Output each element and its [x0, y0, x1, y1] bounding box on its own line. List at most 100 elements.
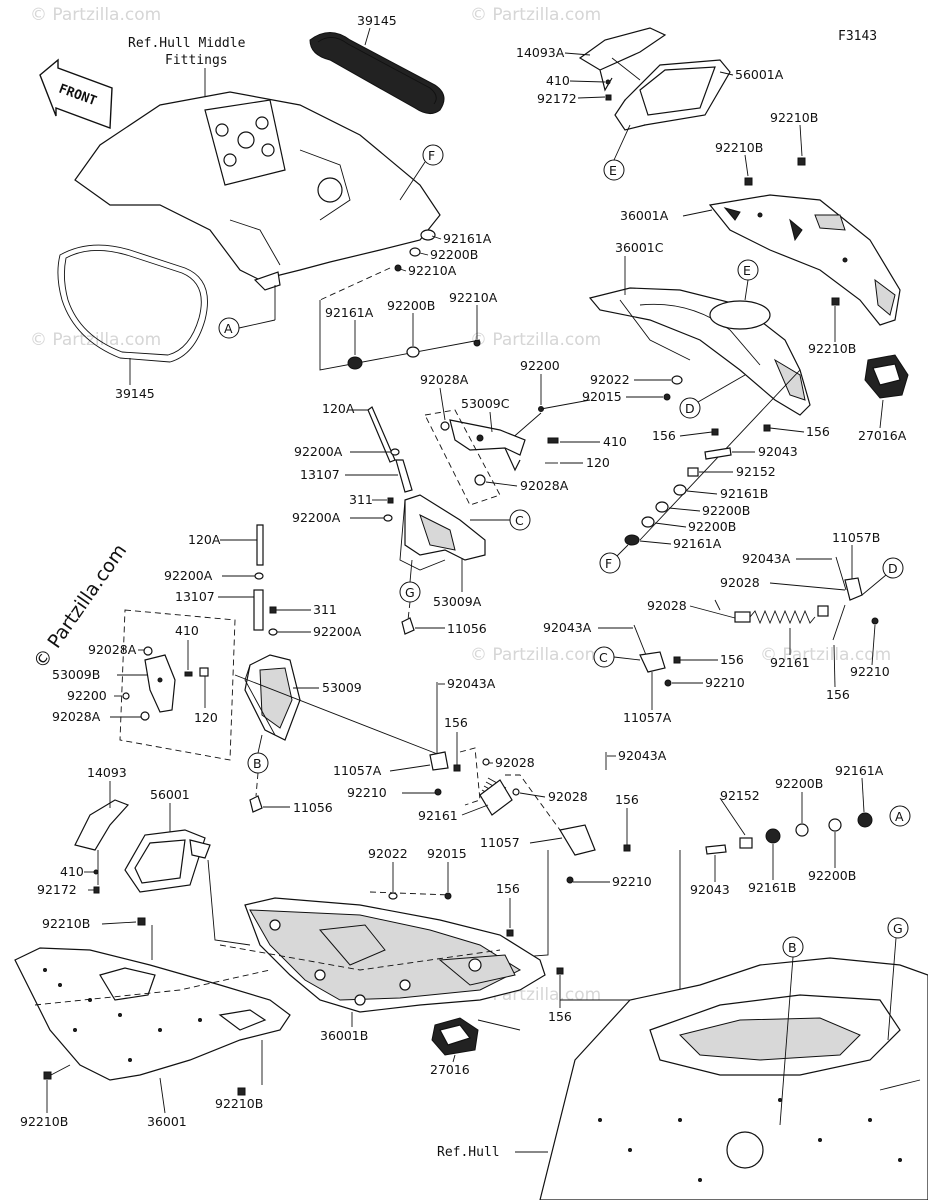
- label-156: 156: [652, 428, 676, 443]
- label-39145: 39145: [357, 13, 397, 28]
- front-arrow-icon: FRONT: [39, 58, 113, 129]
- label-92210B: 92210B: [20, 1114, 68, 1129]
- label-92043A: 92043A: [543, 620, 592, 635]
- label-410: 410: [60, 864, 84, 879]
- label-92161A: 92161A: [325, 305, 374, 320]
- cover-36001: [14, 947, 291, 1081]
- label-92022: 92022: [590, 372, 630, 387]
- label-92043A: 92043A: [618, 748, 667, 763]
- label-92210B: 92210B: [808, 341, 856, 356]
- callout-d: [679, 397, 701, 419]
- label-311: 311: [349, 492, 373, 507]
- callout-g-label: G: [893, 921, 903, 936]
- label-56001A: 56001A: [735, 67, 784, 82]
- label-92200B: 92200B: [775, 776, 823, 791]
- label-120A: 120A: [188, 532, 221, 547]
- label-92028A: 92028A: [420, 372, 469, 387]
- label-156: 156: [496, 881, 520, 896]
- label-156: 156: [615, 792, 639, 807]
- label-11056: 11056: [293, 800, 333, 815]
- label-311: 311: [313, 602, 337, 617]
- label-92210A: 92210A: [408, 263, 457, 278]
- label-92210B: 92210B: [42, 916, 90, 931]
- label-92152: 92152: [736, 464, 776, 479]
- label-92043: 92043: [690, 882, 730, 897]
- label-11057A: 11057A: [333, 763, 382, 778]
- label-92028: 92028: [720, 575, 760, 590]
- bracket-53009C: [440, 419, 526, 486]
- label-92200B: 92200B: [808, 868, 856, 883]
- label-92210A: 92210A: [449, 290, 498, 305]
- label-92161B: 92161B: [720, 486, 768, 501]
- label-92210: 92210: [347, 785, 387, 800]
- label-120: 120: [194, 710, 218, 725]
- callout-a-label: A: [895, 809, 904, 824]
- callout-e-label: E: [743, 263, 751, 278]
- label-11057: 11057: [480, 835, 520, 850]
- label-53009: 53009: [322, 680, 362, 695]
- label-92200B: 92200B: [387, 298, 435, 313]
- label-156: 156: [444, 715, 468, 730]
- callout-d-label: D: [888, 561, 898, 576]
- watermark: © Partzilla.com: [30, 330, 161, 350]
- ref-hull-middle-label: Ref.Hull Middle: [128, 36, 246, 51]
- label-36001B: 36001B: [320, 1028, 368, 1043]
- label-92200B: 92200B: [430, 247, 478, 262]
- label-92022: 92022: [368, 846, 408, 861]
- label-92210: 92210: [705, 675, 745, 690]
- ref-hull-label: Ref.Hull: [437, 1145, 500, 1160]
- label-120: 120: [586, 455, 610, 470]
- label-410: 410: [603, 434, 627, 449]
- callout-a: [889, 805, 911, 827]
- label-14093: 14093: [87, 765, 127, 780]
- label-92028: 92028: [647, 598, 687, 613]
- callout-f: [422, 144, 444, 166]
- label-13107: 13107: [175, 589, 215, 604]
- label-36001C: 36001C: [615, 240, 664, 255]
- cover-36001A: [708, 194, 901, 326]
- label-92161B: 92161B: [748, 880, 796, 895]
- label-92028: 92028: [548, 789, 588, 804]
- label-92161: 92161: [770, 655, 810, 670]
- label-410: 410: [175, 623, 199, 638]
- label-11057B: 11057B: [832, 530, 880, 545]
- mirror-assembly-lower: [74, 799, 211, 893]
- watermark: © Partzilla.com: [470, 330, 601, 350]
- label-92028A: 92028A: [520, 478, 569, 493]
- cover-36001B: [219, 897, 546, 1013]
- label-27016: 27016: [430, 1062, 470, 1077]
- label-92200: 92200: [67, 688, 107, 703]
- ref-hull: [539, 957, 928, 1200]
- hull-middle-fittings: [74, 91, 441, 291]
- label-92043A: 92043A: [742, 551, 791, 566]
- label-92200A: 92200A: [313, 624, 362, 639]
- watermark: © Partzilla.com: [470, 5, 601, 25]
- spring-92161-lower: [479, 777, 513, 816]
- watermark: © Partzilla.com: [470, 645, 601, 665]
- ref-hull-middle-label-2: Fittings: [165, 53, 228, 68]
- label-13107: 13107: [300, 467, 340, 482]
- callout-b-label: B: [253, 756, 262, 771]
- callout-f-label: F: [428, 148, 435, 163]
- label-92172: 92172: [37, 882, 77, 897]
- callout-f: [599, 552, 621, 574]
- label-36001A: 36001A: [620, 208, 669, 223]
- label-92015: 92015: [427, 846, 467, 861]
- callout-d: [882, 557, 904, 579]
- label-92210: 92210: [612, 874, 652, 889]
- callout-e-label: E: [609, 163, 617, 178]
- label-410: 410: [546, 73, 570, 88]
- callout-c-label: C: [599, 650, 608, 665]
- label-92161A: 92161A: [443, 231, 492, 246]
- cover-36001C: [588, 287, 811, 416]
- label-92043A: 92043A: [447, 676, 496, 691]
- spring-92161: [734, 605, 829, 625]
- label-92200: 92200: [520, 358, 560, 373]
- bracket-53009: [244, 654, 301, 741]
- callout-a-label: A: [224, 321, 233, 336]
- label-92161A: 92161A: [835, 763, 884, 778]
- bracket-53009A: [399, 494, 486, 571]
- figure-code: F3143: [838, 29, 877, 44]
